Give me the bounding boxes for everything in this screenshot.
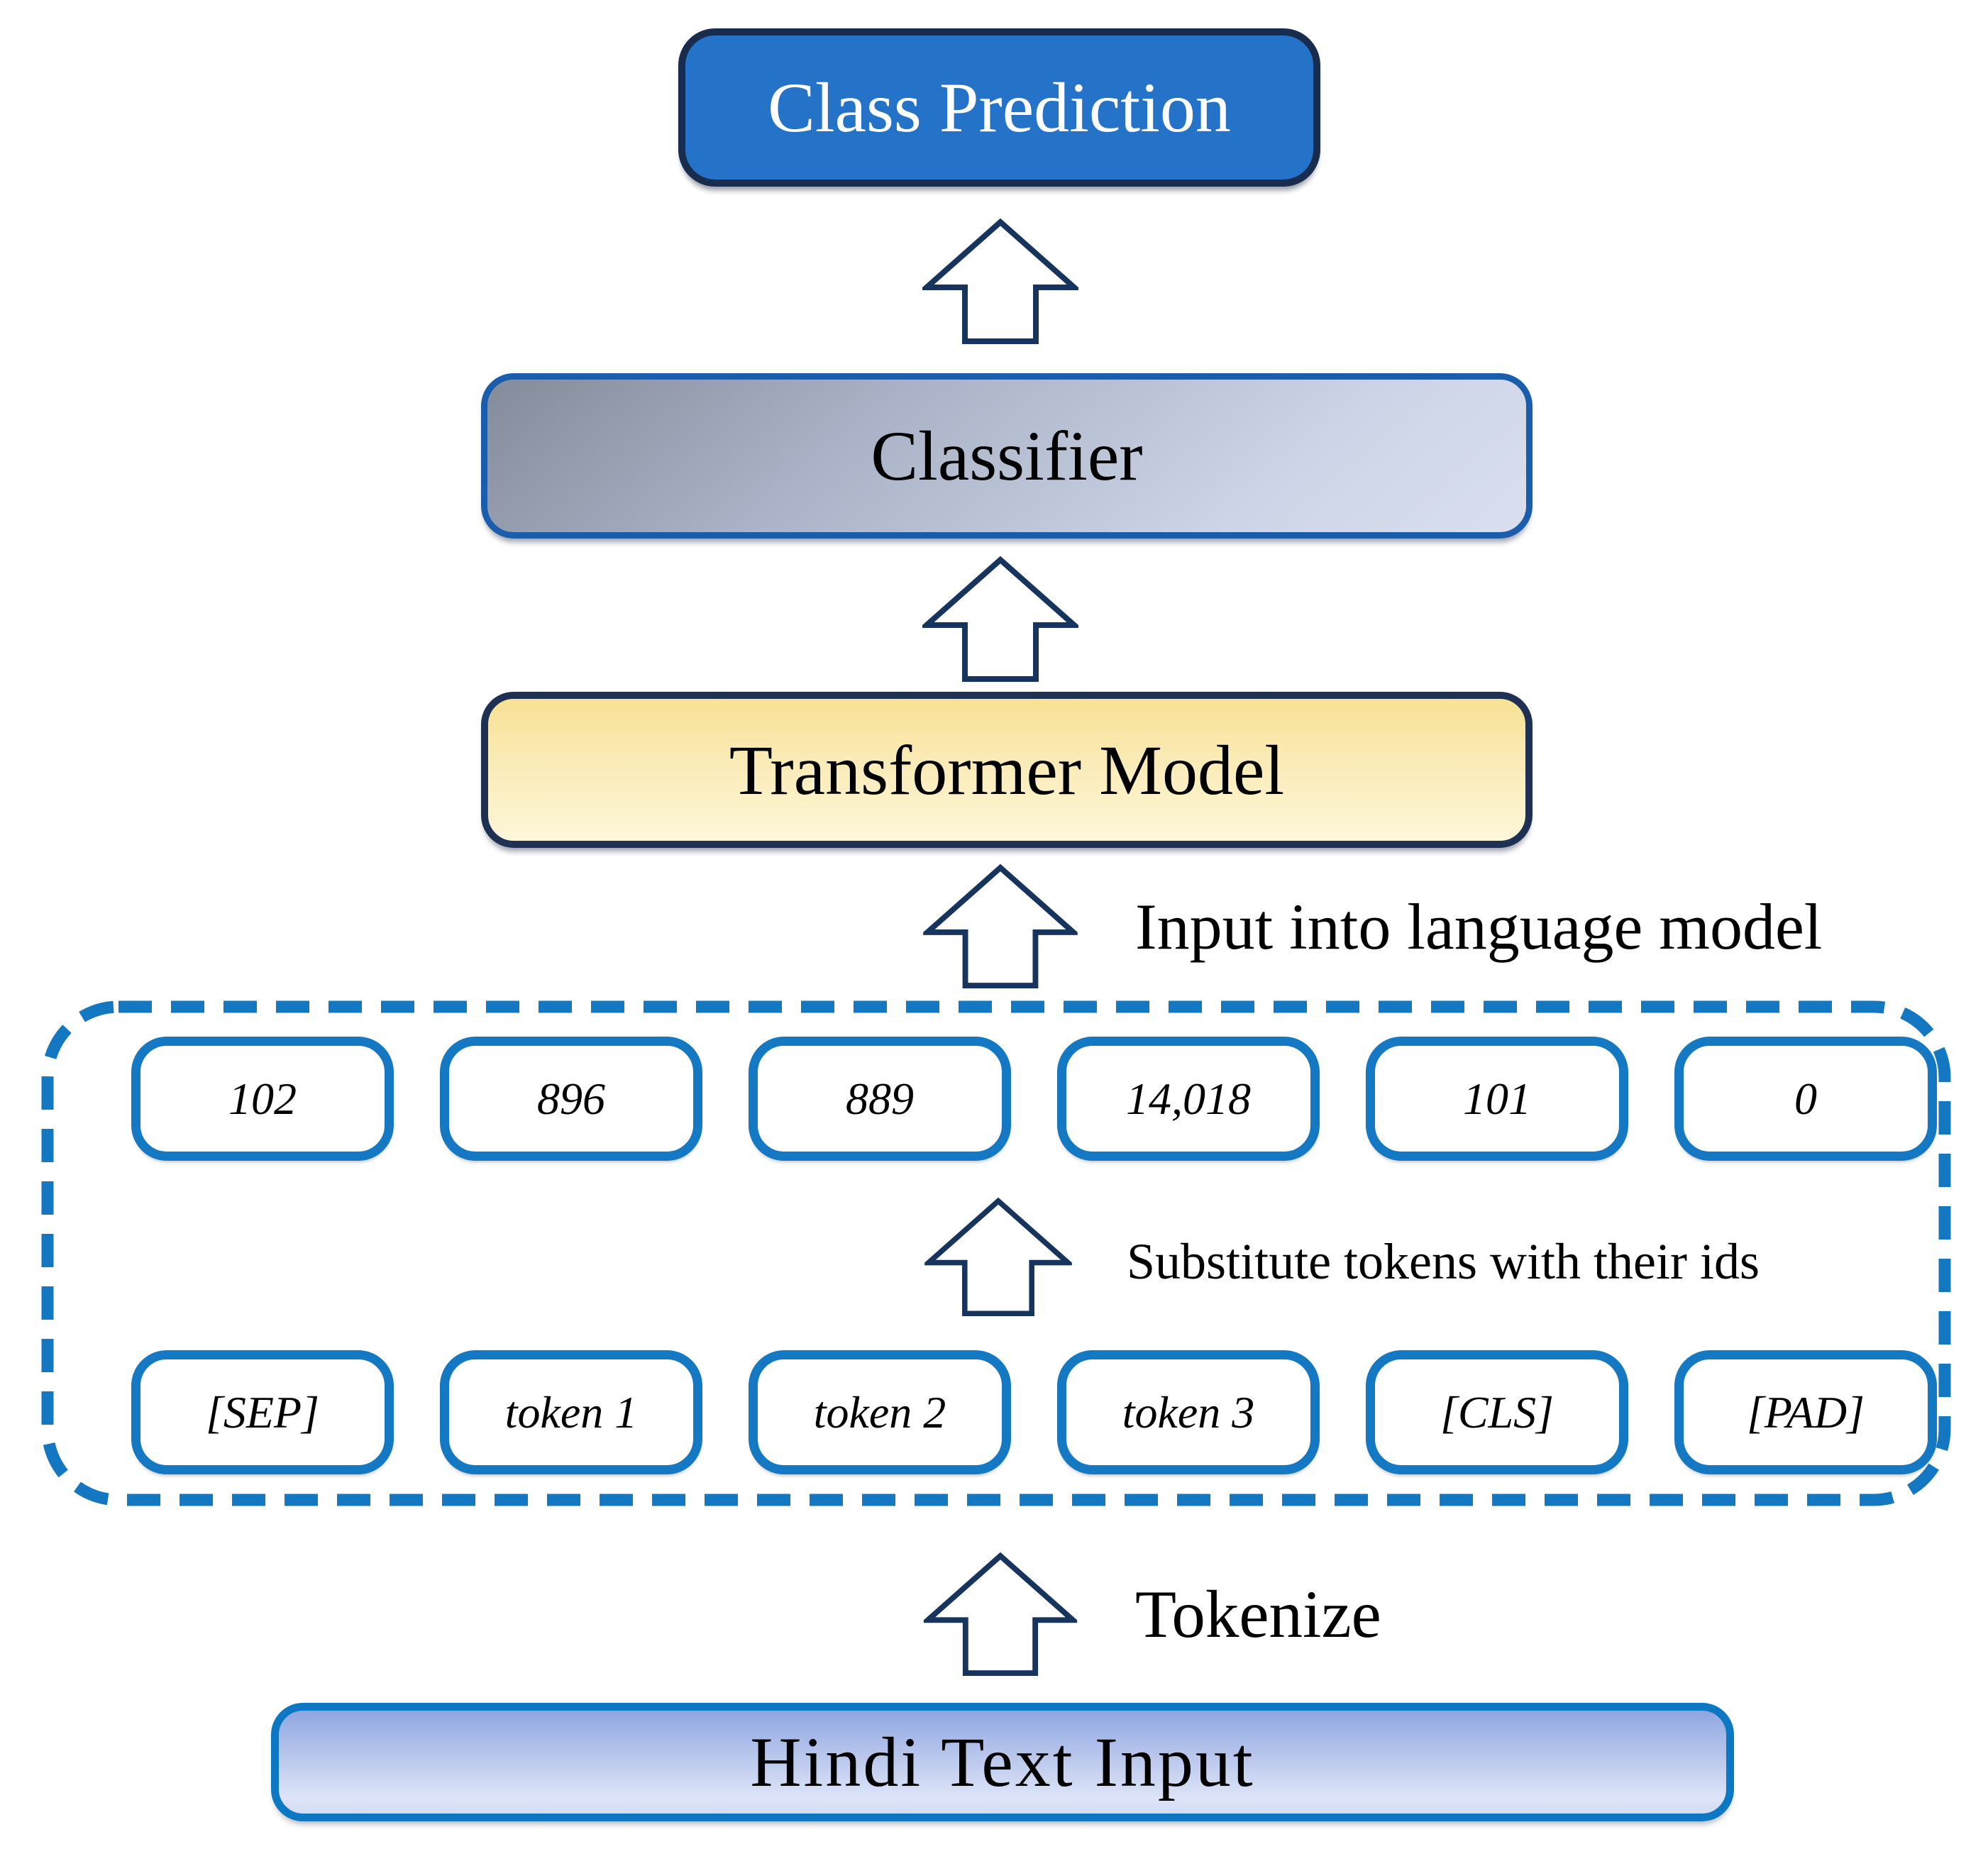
label-tokenize: Tokenize: [1135, 1577, 1381, 1652]
label-input-into-language-model: Input into language model: [1135, 890, 1823, 963]
up-arrow-to-class-prediction-icon: [922, 219, 1078, 345]
up-arrow-to-classifier-icon: [922, 556, 1078, 683]
up-arrow-tokenize-icon: [922, 1552, 1078, 1677]
token-id-box: 889: [749, 1037, 1011, 1161]
up-arrow-substitute-icon: [924, 1198, 1073, 1317]
token-box: token 1: [440, 1350, 702, 1474]
token-box: [PAD]: [1674, 1350, 1937, 1474]
token-sequence-container: 102 896 889 14,018 101 0 [SEP] token 1 t…: [41, 1000, 1951, 1506]
up-arrow-to-transformer-icon: [922, 864, 1078, 989]
token-box: token 2: [749, 1350, 1011, 1474]
hindi-text-input-label: Hindi Text Input: [750, 1723, 1255, 1801]
classifier-label: Classifier: [871, 416, 1143, 495]
classifier-box: Classifier: [481, 373, 1533, 539]
transformer-model-label: Transformer Model: [729, 730, 1285, 810]
token-id-box: 896: [440, 1037, 702, 1161]
token-box: [CLS]: [1366, 1350, 1628, 1474]
token-box: token 3: [1057, 1350, 1320, 1474]
transformer-model-box: Transformer Model: [481, 692, 1533, 848]
class-prediction-box: Class Prediction: [678, 28, 1320, 187]
token-id-box: 14,018: [1057, 1037, 1320, 1161]
token-id-box: 0: [1674, 1037, 1937, 1161]
token-row: [SEP] token 1 token 2 token 3 [CLS] [PAD…: [131, 1350, 1937, 1474]
token-id-box: 101: [1366, 1037, 1628, 1161]
token-id-row: 102 896 889 14,018 101 0: [131, 1037, 1937, 1161]
token-id-box: 102: [131, 1037, 394, 1161]
class-prediction-label: Class Prediction: [768, 68, 1231, 147]
label-substitute-tokens: Substitute tokens with their ids: [1127, 1233, 1760, 1290]
hindi-text-input-box: Hindi Text Input: [271, 1703, 1734, 1821]
token-box: [SEP]: [131, 1350, 394, 1474]
dashed-border: [41, 1000, 1951, 1506]
